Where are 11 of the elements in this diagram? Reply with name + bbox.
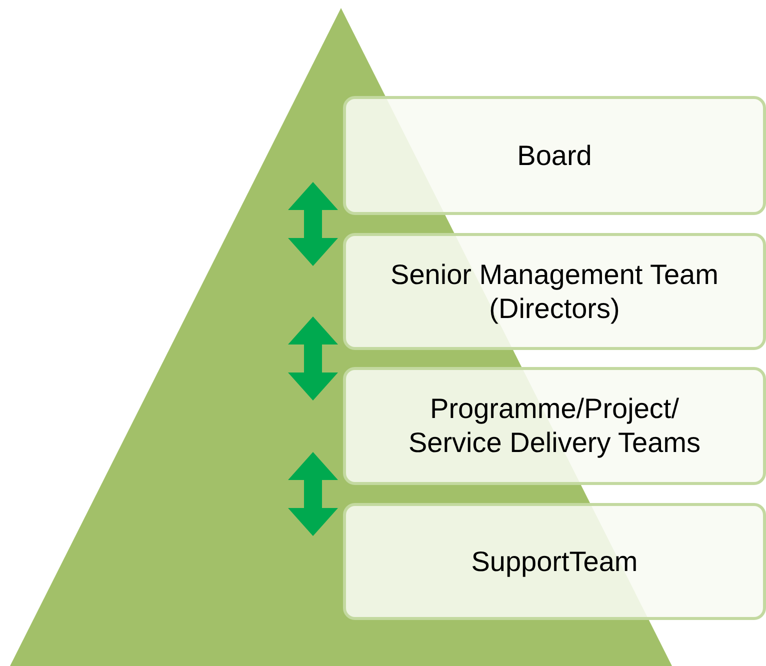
level-label: SupportTeam (470, 544, 639, 578)
level-box (343, 233, 766, 350)
level-label: Senior Management Team (Directors) (390, 258, 720, 326)
double-arrow (288, 182, 338, 266)
level-box (343, 503, 766, 620)
level-label: Board (516, 138, 593, 172)
level-label: Programme/Project/ Service Delivery Teams (407, 392, 702, 460)
level-box (343, 367, 766, 485)
level-box (343, 96, 766, 215)
double-arrow (288, 452, 338, 536)
double-arrow (288, 316, 338, 400)
